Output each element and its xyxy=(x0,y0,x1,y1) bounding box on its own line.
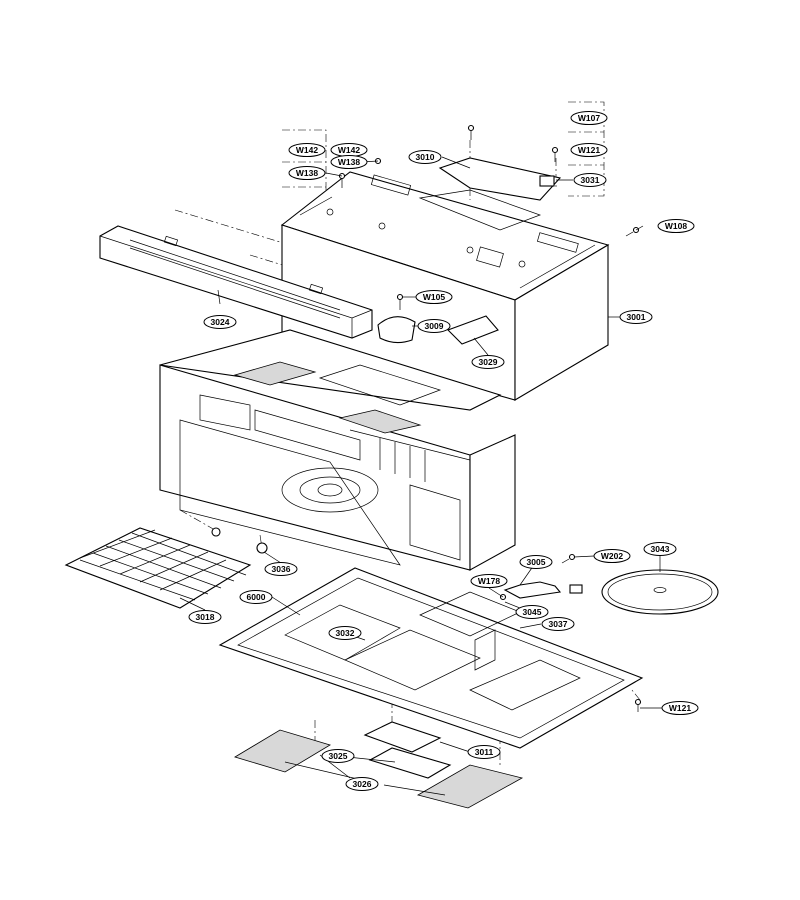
label-3026: 3026 xyxy=(345,777,379,791)
label-3029: 3029 xyxy=(471,355,505,369)
outer-cabinet-3001 xyxy=(280,171,610,401)
svg-text:3001: 3001 xyxy=(627,312,646,322)
svg-text:3026: 3026 xyxy=(353,779,372,789)
label-3045: 3045 xyxy=(515,605,549,619)
label-w107: W107 xyxy=(570,111,608,125)
svg-text:W138: W138 xyxy=(338,157,360,167)
svg-text:3029: 3029 xyxy=(479,357,498,367)
filter-3026-right xyxy=(416,764,524,809)
svg-text:3031: 3031 xyxy=(581,175,600,185)
label-w202: W202 xyxy=(593,549,631,563)
damper-3025 xyxy=(368,747,452,779)
label-w138-b: W138 xyxy=(288,166,326,180)
svg-text:W105: W105 xyxy=(423,292,445,302)
label-3009: 3009 xyxy=(417,319,451,333)
grease-filters xyxy=(234,721,524,809)
turntable-tray-3043 xyxy=(601,569,719,615)
bracket-3029 xyxy=(447,315,499,345)
label-3005: 3005 xyxy=(519,555,553,569)
label-3043: 3043 xyxy=(643,542,677,556)
filter-3026-left xyxy=(234,729,331,773)
svg-text:3036: 3036 xyxy=(272,564,291,574)
svg-text:W202: W202 xyxy=(601,551,623,561)
label-w142-a: W142 xyxy=(288,143,326,157)
label-w108: W108 xyxy=(657,219,695,233)
label-3025: 3025 xyxy=(321,749,355,763)
svg-text:W108: W108 xyxy=(665,221,687,231)
label-w105: W105 xyxy=(415,290,453,304)
bracket-3010 xyxy=(438,157,562,201)
svg-text:W107: W107 xyxy=(578,113,600,123)
label-w138-a: W138 xyxy=(330,155,368,169)
svg-text:W121: W121 xyxy=(578,145,600,155)
svg-text:3010: 3010 xyxy=(416,152,435,162)
cover-3011 xyxy=(363,721,442,753)
svg-text:3011: 3011 xyxy=(475,747,494,757)
label-w121-top: W121 xyxy=(570,143,608,157)
oven-rack-3018 xyxy=(64,527,252,609)
label-3001: 3001 xyxy=(619,310,653,324)
svg-text:3025: 3025 xyxy=(329,751,348,761)
label-w121-bottom: W121 xyxy=(661,701,699,715)
svg-text:3018: 3018 xyxy=(196,612,215,622)
label-3037: 3037 xyxy=(541,617,575,631)
motor-3009 xyxy=(377,316,416,344)
label-w142-b: W142 xyxy=(330,143,368,157)
control-panel-frame-3024 xyxy=(99,225,373,339)
svg-text:3045: 3045 xyxy=(523,607,542,617)
svg-text:W121: W121 xyxy=(669,703,691,713)
label-w178: W178 xyxy=(470,574,508,588)
svg-text:3005: 3005 xyxy=(527,557,546,567)
label-3010: 3010 xyxy=(408,150,442,164)
label-3032: 3032 xyxy=(328,626,362,640)
callout-labels: W107 W121 W142 W142 W138 W138 3010 3031 … xyxy=(188,111,699,791)
svg-text:3043: 3043 xyxy=(651,544,670,554)
svg-text:3009: 3009 xyxy=(425,321,444,331)
label-3011: 3011 xyxy=(467,745,501,759)
mid-fasteners xyxy=(211,527,642,712)
svg-text:W142: W142 xyxy=(296,145,318,155)
cavity-chassis xyxy=(159,329,516,571)
svg-text:W178: W178 xyxy=(478,576,500,586)
svg-text:3037: 3037 xyxy=(549,619,568,629)
top-small-parts xyxy=(338,124,640,345)
svg-text:W138: W138 xyxy=(296,168,318,178)
bracket-3031 xyxy=(539,175,555,187)
svg-text:3032: 3032 xyxy=(336,628,355,638)
svg-text:6000: 6000 xyxy=(247,592,266,602)
svg-text:W142: W142 xyxy=(338,145,360,155)
label-6000: 6000 xyxy=(239,590,273,604)
harness-3005 xyxy=(503,581,562,599)
label-3018: 3018 xyxy=(188,610,222,624)
base-plate-6000 xyxy=(218,567,644,749)
svg-text:3024: 3024 xyxy=(211,317,230,327)
label-3031: 3031 xyxy=(573,173,607,187)
label-3024: 3024 xyxy=(203,315,237,329)
label-3036: 3036 xyxy=(264,562,298,576)
